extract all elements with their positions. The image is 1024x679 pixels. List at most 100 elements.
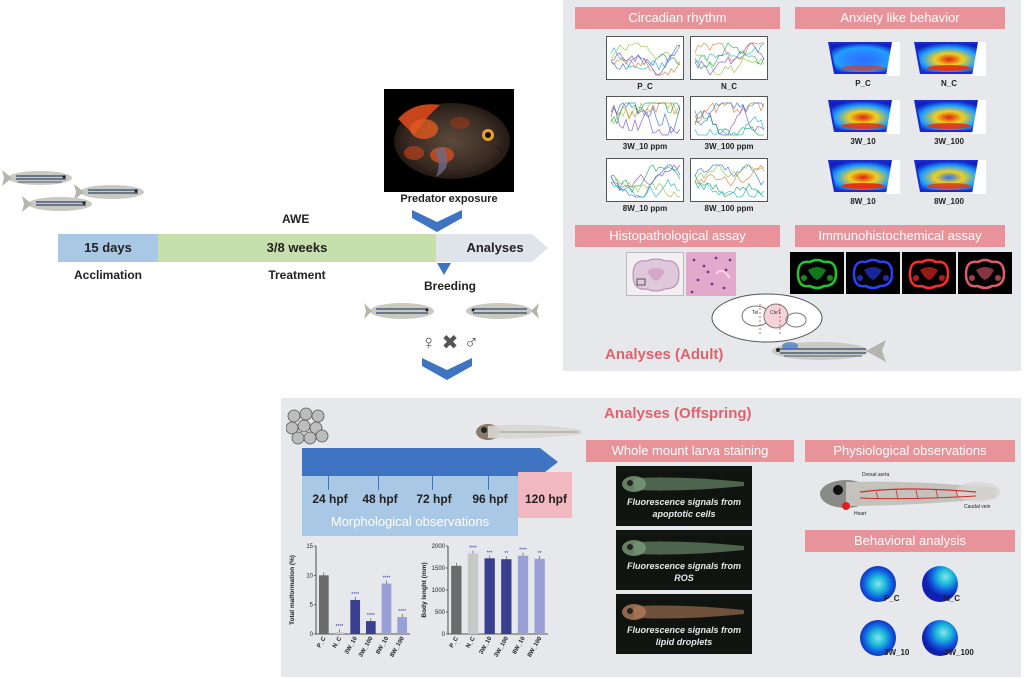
triangle-down-icon	[437, 262, 451, 275]
y-tick-label: 1500	[432, 566, 446, 572]
bar	[381, 583, 392, 634]
bar	[534, 558, 545, 634]
heart-label: Heart	[854, 511, 867, 517]
awe-label: AWE	[282, 212, 310, 226]
bar	[350, 599, 361, 634]
embryo-cluster-illustration	[285, 406, 330, 446]
anxiety-heatmap	[826, 40, 900, 76]
significance-marker: ****	[336, 624, 344, 630]
caudal-vein-label: Caudal vein	[964, 504, 991, 510]
fluorescence-caption: Fluorescence signals from ROS	[626, 561, 742, 583]
bar	[517, 555, 529, 634]
x-tick-label: 3W_100	[494, 635, 511, 658]
circadian-track-thumbnail	[690, 96, 768, 140]
brain-section-image	[626, 252, 684, 296]
acclimation-label: Acclimation	[73, 268, 142, 282]
significance-marker: ****	[383, 576, 391, 582]
hpf-label: 120 hpf	[524, 492, 567, 506]
bar	[451, 565, 462, 634]
bar	[467, 553, 479, 634]
anxiety-heatmap	[912, 158, 986, 194]
significance-marker: ***	[487, 550, 493, 556]
significance-marker: ****	[519, 548, 527, 554]
x-tick-label: 8W_100	[527, 635, 544, 658]
bar	[397, 616, 408, 634]
acclimation-days: 15 days	[84, 240, 132, 255]
adult-zebrafish-illustration	[766, 336, 886, 366]
circadian-track-thumbnail	[606, 36, 684, 80]
acclimation-bar	[58, 234, 158, 262]
significance-marker: ****	[469, 545, 477, 551]
analyses-arrow	[436, 234, 550, 262]
x-tick-label: 8W_10	[512, 635, 527, 655]
hpf-tick	[488, 476, 489, 490]
treatment-label: Treatment	[268, 268, 326, 282]
behavior-group-label: 3W_100	[944, 648, 974, 657]
fluorescence-larva-image: Fluorescence signals from ROS	[616, 530, 752, 590]
behavioral-analysis-header: Behavioral analysis	[805, 530, 1015, 552]
he-stain-image	[686, 252, 736, 296]
hpf-tick	[328, 476, 329, 490]
circadian-group-label: 8W_10 ppm	[622, 204, 668, 213]
fluorescence-caption: Fluorescence signals from lipid droplets	[626, 625, 742, 647]
fluorescence-larva-image: Fluorescence signals from lipid droplets	[616, 594, 752, 654]
hpf-label: 72 hpf	[416, 492, 452, 506]
anxiety-heatmap	[826, 158, 900, 194]
circadian-rhythm-header: Circadian rhythm	[575, 7, 780, 29]
behavior-group-label: 3W_10	[884, 648, 910, 657]
y-axis-label: Body lenght (mm)	[421, 562, 428, 617]
fluorescence-caption: Fluorescence signals from apoptotic cell…	[626, 497, 742, 519]
chevron-down-icon	[422, 358, 472, 380]
y-tick-label: 0	[310, 632, 314, 638]
larva-staining-header: Whole mount larva staining	[586, 440, 794, 462]
x-tick-label: 8W_100	[390, 635, 407, 658]
significance-marker: **	[504, 551, 508, 557]
x-tick-label: P_C	[317, 635, 328, 649]
x-tick-label: 3W_100	[358, 635, 375, 658]
x-tick-label: N_C	[466, 635, 478, 649]
bar	[501, 559, 512, 634]
analyses-label: Analyses	[466, 240, 524, 255]
immuno-stain-image	[846, 252, 900, 294]
circadian-group-label: N_C	[720, 82, 737, 91]
anxiety-group-label: N_C	[940, 79, 957, 88]
zebrafish-group-illustration	[2, 160, 157, 220]
y-tick-label: 0	[442, 632, 446, 638]
treatment-weeks: 3/8 weeks	[266, 240, 328, 255]
y-tick-label: 1000	[432, 588, 446, 594]
behavior-group-label: N_C	[944, 594, 961, 603]
immuno-stain-image	[958, 252, 1012, 294]
significance-marker: ****	[351, 592, 359, 598]
circadian-group-label: 8W_100 ppm	[704, 204, 754, 213]
x-tick-label: N_C	[332, 635, 344, 649]
hpf-tick	[378, 476, 379, 490]
treatment-bar	[158, 234, 436, 262]
anxiety-group-label: 8W_10	[850, 197, 876, 206]
female-male-cross: ♀ ✖ ♂	[421, 332, 479, 354]
larva-illustration	[474, 418, 584, 446]
dorsal-aorta-label: Dorsal aorta	[862, 472, 889, 478]
immuno-stain-image	[790, 252, 844, 294]
hpf-120-box	[518, 472, 572, 518]
circadian-group-label: 3W_100 ppm	[704, 142, 754, 151]
behavior-heatmap	[920, 618, 960, 658]
morph-observation-label: Morphological observations	[330, 514, 490, 529]
anxiety-group-label: P_C	[855, 79, 871, 88]
anxiety-group-label: 3W_100	[934, 137, 964, 146]
anxiety-heatmap	[912, 98, 986, 134]
breeding-label: Breeding	[423, 279, 476, 293]
circadian-track-thumbnail	[690, 158, 768, 202]
x-tick-label: P_C	[449, 635, 460, 649]
y-tick-label: 500	[435, 610, 446, 616]
behavior-heatmap	[858, 618, 898, 658]
immuno-stain-image	[902, 252, 956, 294]
tel-label: Tel	[752, 310, 758, 316]
y-tick-label: 2000	[432, 544, 446, 550]
circadian-group-label: 3W_10 ppm	[622, 142, 668, 151]
physiological-header: Physiological observations	[805, 440, 1015, 462]
analyses-offspring-title: Analyses (Offspring)	[604, 405, 752, 422]
y-tick-label: 15	[306, 544, 313, 550]
hpf-tick	[432, 476, 433, 490]
